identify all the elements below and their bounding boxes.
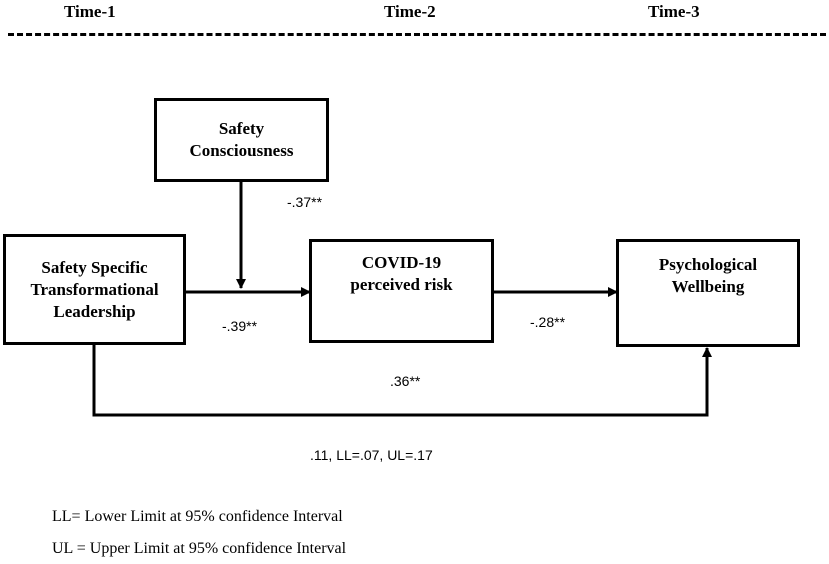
node-label: Wellbeing [671,277,745,296]
time-2-label: Time-2 [384,2,436,21]
time-3-label: Time-3 [648,2,700,21]
node-label: COVID-19 [361,253,442,272]
coef-direct: .36** [390,373,421,389]
time-1-label: Time-1 [64,2,116,21]
node-label: Transformational [30,279,159,299]
arrow-direct-path [92,344,712,417]
node-label: perceived risk [350,275,453,294]
time-divider [8,33,826,36]
node-label: Psychological [658,255,758,274]
node-psychological-wellbeing: Psychological Wellbeing [616,239,800,347]
node-label: Consciousness [189,141,294,160]
coef-sstl-to-risk: -.39** [222,318,258,334]
coef-risk-to-wellbeing: -.28** [530,314,566,330]
node-safety-consciousness: Safety Consciousness [154,98,329,182]
node-label: Safety [218,119,265,138]
note-upper-limit: UL = Upper Limit at 95% confidence Inter… [52,540,347,557]
note-lower-limit: LL= Lower Limit at 95% confidence Interv… [52,508,343,525]
node-safety-specific-transformational-leadership: Safety Specific Transformational Leaders… [3,234,186,345]
coef-indirect: .11, LL=.07, UL=.17 [310,447,433,463]
coef-moderation: -.37** [287,194,323,210]
node-label: Leadership [53,301,136,321]
node-covid-perceived-risk: COVID-19 perceived risk [309,239,494,343]
node-label: Safety Specific [41,257,148,277]
